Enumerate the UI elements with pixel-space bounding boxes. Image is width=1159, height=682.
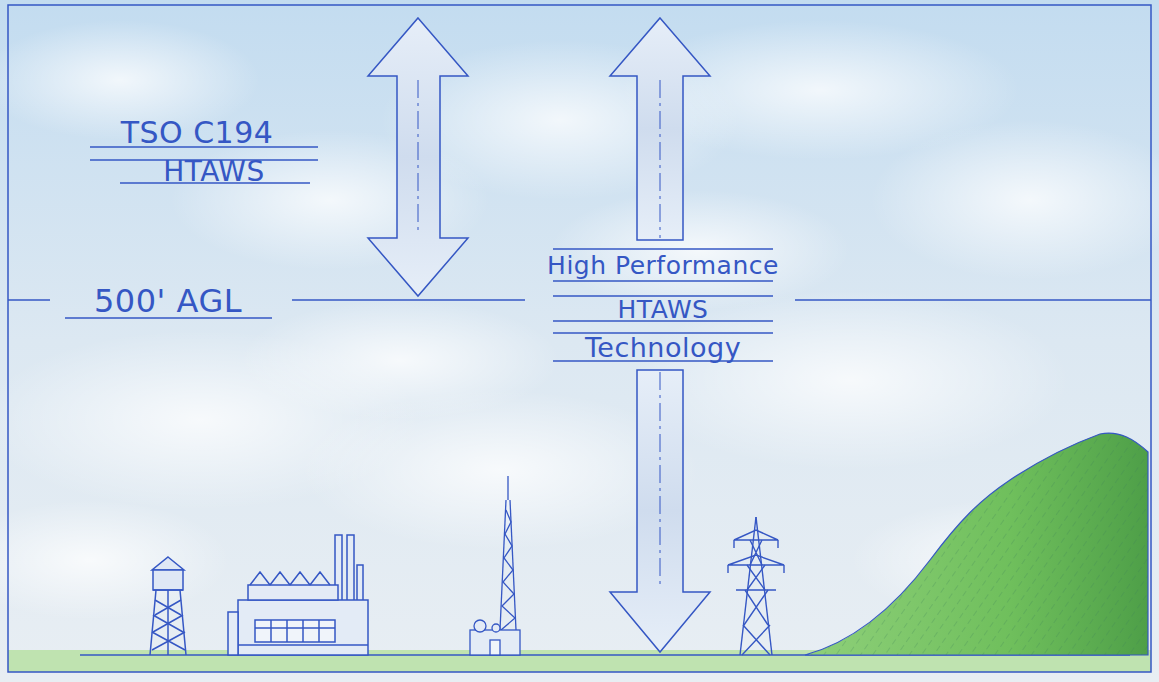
cloud [870, 120, 1159, 280]
power-pylon [728, 517, 784, 655]
technology-label: HTAWS [618, 297, 709, 322]
arrow-centerline [660, 372, 661, 588]
technology-label: High Performance [547, 253, 779, 278]
arrow-centerline [660, 80, 661, 238]
double-arrow [368, 18, 468, 296]
hill-texture [805, 433, 1148, 655]
cloud [550, 190, 850, 310]
water-tower [150, 557, 186, 655]
hill [805, 433, 1148, 655]
standard-label: HTAWS [163, 158, 265, 186]
double-arrow-lower [610, 370, 710, 652]
frame [8, 5, 1151, 672]
cloud [0, 500, 230, 620]
standard-label: TSO C194 [121, 118, 274, 148]
altitude-label: 500' AGL [94, 285, 242, 317]
factory [228, 535, 368, 655]
arrow-centerline [418, 80, 419, 235]
cloud [240, 300, 560, 420]
radio-tower [470, 476, 520, 655]
double-arrow-upper [610, 18, 710, 240]
technology-label: Technology [585, 334, 741, 361]
